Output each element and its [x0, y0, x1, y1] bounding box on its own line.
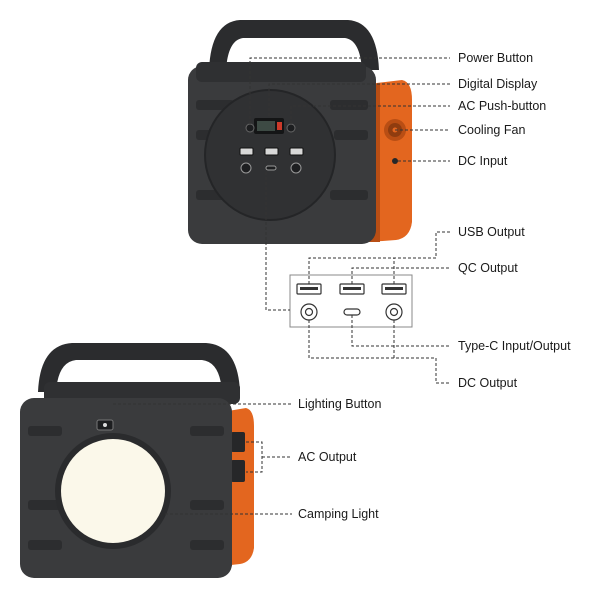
dc-port-left[interactable] [240, 162, 252, 174]
leader-lines [113, 57, 450, 515]
label-ac-output: AC Output [298, 450, 357, 464]
carry-handle-bottom [38, 343, 240, 392]
label-ac-push-button: AC Push-button [458, 99, 546, 113]
label-dc-output: DC Output [458, 376, 518, 390]
type-c-port[interactable] [343, 308, 361, 316]
label-camping-light: Camping Light [298, 507, 379, 521]
body-ribs-bottom [28, 426, 224, 550]
typec-port-small[interactable] [265, 165, 277, 171]
ac-push-button[interactable] [286, 123, 296, 133]
label-type-c: Type-C Input/Output [458, 339, 571, 353]
carry-handle [209, 20, 379, 70]
dc-output-port-right[interactable] [385, 303, 403, 321]
label-cooling-fan: Cooling Fan [458, 123, 525, 137]
usb-port-2[interactable] [264, 147, 279, 156]
dc-port-right[interactable] [290, 162, 302, 174]
power-station-light-view [20, 343, 254, 578]
label-power-button: Power Button [458, 51, 533, 65]
ac-outlet-1[interactable] [231, 432, 245, 452]
usb-port-1[interactable] [239, 147, 254, 156]
label-lighting-button: Lighting Button [298, 397, 381, 411]
usb-port-3[interactable] [289, 147, 304, 156]
port-panel-closeup [289, 274, 413, 328]
dc-output-port-left[interactable] [300, 303, 318, 321]
label-qc-output: QC Output [458, 261, 518, 275]
dc-input-port[interactable] [392, 158, 398, 164]
power-button[interactable] [245, 123, 255, 133]
label-digital-display: Digital Display [458, 77, 538, 91]
callout-labels: Power Button Digital Display AC Push-but… [298, 51, 571, 521]
label-usb-output: USB Output [458, 225, 525, 239]
power-station-front-view [188, 20, 412, 244]
ac-outlet-2[interactable] [231, 460, 245, 482]
label-dc-input: DC Input [458, 154, 508, 168]
